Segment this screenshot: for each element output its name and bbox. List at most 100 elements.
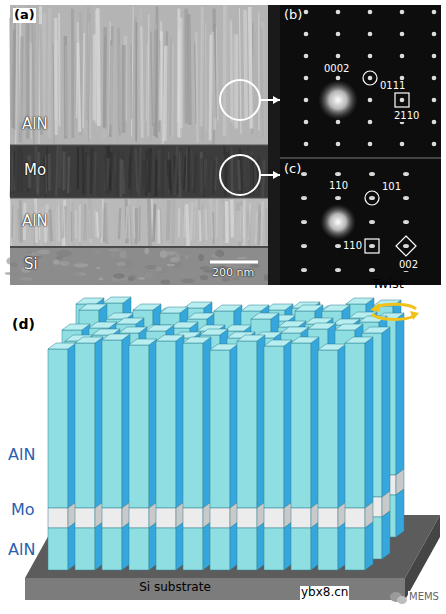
- diffraction-spot: [304, 32, 309, 37]
- tem-column-streak: [113, 157, 115, 189]
- tem-column-streak: [145, 150, 148, 196]
- tem-column-streak: [184, 157, 186, 191]
- central-beam: [320, 204, 356, 240]
- tem-column-streak: [149, 148, 150, 192]
- tem-column-streak: [229, 20, 233, 122]
- tem-column-streak: [238, 203, 240, 246]
- diffraction-spot: [304, 98, 309, 103]
- diffraction-spot: [369, 172, 375, 176]
- tem-column-streak: [129, 154, 131, 188]
- tem-column-streak: [68, 156, 69, 193]
- twist-arrow: [372, 314, 414, 319]
- tem-column-streak: [202, 205, 204, 242]
- tem-column-streak: [146, 44, 147, 122]
- tem-column-streak: [113, 157, 114, 188]
- tem-grain: [98, 278, 103, 281]
- selected-area-circle: [220, 80, 260, 120]
- tem-column-streak: [98, 8, 99, 126]
- column-front: [291, 343, 311, 508]
- tem-grain: [198, 254, 204, 261]
- panel-letter: (d): [12, 316, 35, 332]
- tem-grain: [120, 251, 127, 258]
- tem-grain: [144, 247, 149, 254]
- tem-column-streak: [12, 205, 14, 238]
- tem-column-streak: [153, 146, 155, 195]
- spot-marker-circle: [363, 71, 377, 85]
- tem-column-streak: [232, 200, 233, 238]
- tem-column-streak: [110, 46, 113, 125]
- tem-column-streak: [259, 212, 261, 241]
- diffraction-spot: [301, 196, 307, 200]
- twist-arrow: [376, 304, 416, 309]
- column-top: [62, 324, 90, 330]
- tem-grain: [109, 251, 116, 258]
- watermark: ybx8.cn: [300, 586, 349, 600]
- tem-column-streak: [122, 45, 126, 133]
- tem-column-streak: [77, 147, 79, 189]
- column-top: [48, 343, 76, 349]
- tem-column-streak: [77, 43, 78, 119]
- column-top: [103, 297, 131, 303]
- tem-column-streak: [85, 7, 87, 134]
- tem-column-streak: [56, 145, 58, 196]
- interface-line: [10, 145, 268, 146]
- diffraction-spot: [432, 120, 437, 125]
- tem-column-streak: [55, 213, 57, 241]
- scale-label: 200 nm: [212, 267, 254, 280]
- column-side: [382, 327, 390, 497]
- panel-separator: [280, 157, 441, 159]
- node-label: Mo: [24, 162, 46, 179]
- tem-column-streak: [184, 9, 188, 124]
- column-top: [75, 337, 103, 343]
- icon-bubble: [397, 596, 407, 604]
- tem-column-streak: [195, 207, 198, 244]
- column-front: [210, 528, 230, 570]
- column-front: [210, 508, 230, 528]
- tem-column-streak: [187, 204, 189, 246]
- diffraction-spot: [432, 76, 437, 81]
- diffraction-spot: [336, 120, 341, 125]
- column-front: [318, 350, 338, 508]
- column-top: [214, 305, 242, 311]
- tem-grain: [179, 273, 188, 275]
- leader-line: [260, 174, 268, 176]
- tem-column-streak: [183, 201, 185, 245]
- column-schematic: [25, 297, 440, 600]
- tem-column-streak: [255, 33, 257, 137]
- tem-grain: [145, 272, 153, 278]
- column-top: [119, 327, 147, 333]
- column-top: [345, 337, 373, 343]
- tem-grain: [108, 249, 123, 252]
- miller-index: 101: [381, 181, 402, 193]
- column-top: [251, 313, 279, 319]
- tem-column-streak: [231, 157, 233, 197]
- tem-column-streak: [10, 147, 12, 197]
- tem-column-streak: [231, 147, 233, 197]
- column-top: [291, 337, 319, 343]
- column-top: [187, 313, 215, 319]
- column-top: [79, 304, 107, 310]
- diffraction-spot: [403, 196, 409, 200]
- tem-grain: [59, 261, 70, 266]
- tem-column-streak: [225, 201, 229, 243]
- tem-column-streak: [10, 146, 14, 192]
- miller-index: 0111: [379, 80, 406, 92]
- tem-column-streak: [124, 146, 128, 196]
- tem-grain: [215, 250, 224, 257]
- column-top: [237, 335, 265, 341]
- tem-column-streak: [196, 32, 197, 143]
- tem-grain: [237, 257, 247, 259]
- diffraction-spot: [304, 120, 309, 125]
- diffraction-spot: [336, 54, 341, 59]
- tem-column-streak: [202, 210, 206, 240]
- spot-marker-circle: [365, 191, 379, 205]
- connector-arrow: [268, 171, 280, 179]
- watermark: MEMS: [408, 591, 440, 603]
- spot-marker-square: [395, 93, 409, 107]
- diffraction-panel: [280, 159, 441, 285]
- tem-grain: [156, 271, 160, 279]
- tem-column-streak: [78, 22, 79, 132]
- tem-column-streak: [88, 13, 90, 142]
- tem-column-streak: [265, 208, 267, 244]
